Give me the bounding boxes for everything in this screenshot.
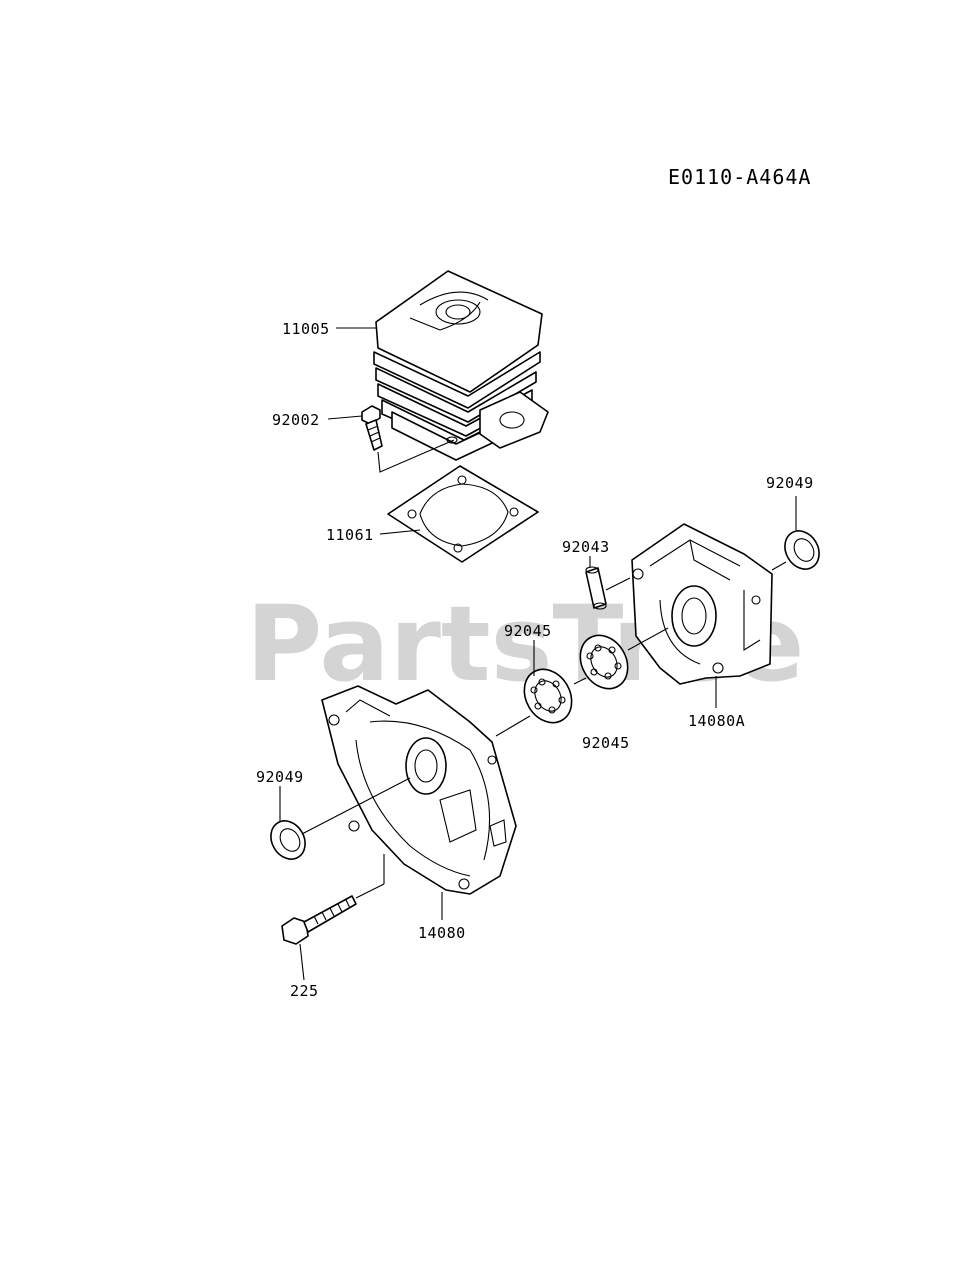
oil-seal-left-part[interactable] <box>264 777 411 865</box>
callout-14080A: 14080A <box>688 712 745 730</box>
leader-11061 <box>379 529 421 535</box>
callout-92043: 92043 <box>562 538 610 556</box>
cylinder-bolt-part[interactable] <box>327 405 455 473</box>
callout-11061: 11061 <box>326 526 374 544</box>
bearing-upper-part[interactable] <box>571 627 669 697</box>
callout-14080: 14080 <box>418 924 466 942</box>
diagram-code: E0110-A464A <box>668 165 811 189</box>
cylinder-part[interactable] <box>336 270 549 461</box>
crankcase-left-part[interactable] <box>321 685 517 920</box>
callout-11005: 11005 <box>282 320 330 338</box>
callout-92049-right: 92049 <box>766 474 814 492</box>
dowel-pin-part[interactable] <box>585 556 631 610</box>
crankcase-right-part[interactable] <box>631 523 773 708</box>
leader-92002 <box>327 415 363 420</box>
bearing-lower-part[interactable] <box>495 640 587 737</box>
callout-225: 225 <box>290 982 319 1000</box>
leader-225 <box>299 943 305 981</box>
callout-92002: 92002 <box>272 411 320 429</box>
callout-92045-lower: 92045 <box>582 734 630 752</box>
oil-seal-right-part[interactable] <box>771 496 826 575</box>
crankcase-screw-part[interactable] <box>281 854 385 981</box>
cylinder-gasket-part[interactable] <box>379 465 539 563</box>
callout-92045-upper: 92045 <box>504 622 552 640</box>
callout-92049-left: 92049 <box>256 768 304 786</box>
